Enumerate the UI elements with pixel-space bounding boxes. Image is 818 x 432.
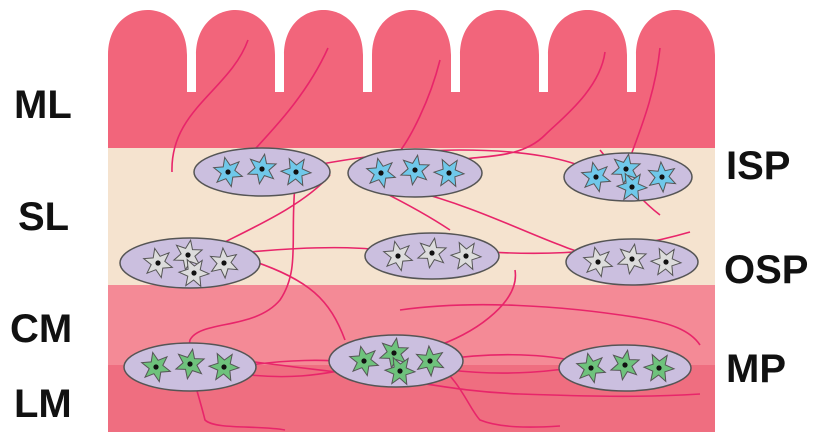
neuron-nucleus [185,252,190,257]
neuron-nucleus [221,364,226,369]
neuron-nucleus [361,358,366,363]
neuron-nucleus [463,253,468,258]
label-submucosa: SL [18,197,69,237]
label-inner-submucosal-plexus: ISP [726,146,790,186]
label-circular-muscle: CM [10,309,72,349]
neuron-nucleus [259,166,264,171]
neuron-nucleus [187,361,192,366]
ganglia [120,148,698,391]
neuron-nucleus [659,174,664,179]
neuron-nucleus [629,256,634,261]
neuron-nucleus [221,260,226,265]
neuron-nucleus [225,169,230,174]
neuron-nucleus [663,259,668,264]
neuron-nucleus [397,368,402,373]
neuron-nucleus [153,364,158,369]
mucosa-layer [108,10,715,148]
neuron-nucleus [588,365,593,370]
neuron-nucleus [191,270,196,275]
neuron-nucleus [623,166,628,171]
label-outer-submucosal-plexus: OSP [724,250,808,290]
neuron-nucleus [622,362,627,367]
label-longitudinal-muscle: LM [14,384,72,424]
neuron-nucleus [378,170,383,175]
neuron-nucleus [593,174,598,179]
neuron-nucleus [391,350,396,355]
neuron-nucleus [427,358,432,363]
label-myenteric-plexus: MP [726,349,786,389]
neuron-nucleus [293,169,298,174]
neuron-nucleus [595,259,600,264]
neuron-nucleus [412,167,417,172]
neuron-nucleus [656,365,661,370]
neuron-nucleus [155,260,160,265]
label-mucosa: ML [14,85,72,125]
neuron-nucleus [629,184,634,189]
neuron-nucleus [429,250,434,255]
neuron-nucleus [395,253,400,258]
neuron-nucleus [446,170,451,175]
